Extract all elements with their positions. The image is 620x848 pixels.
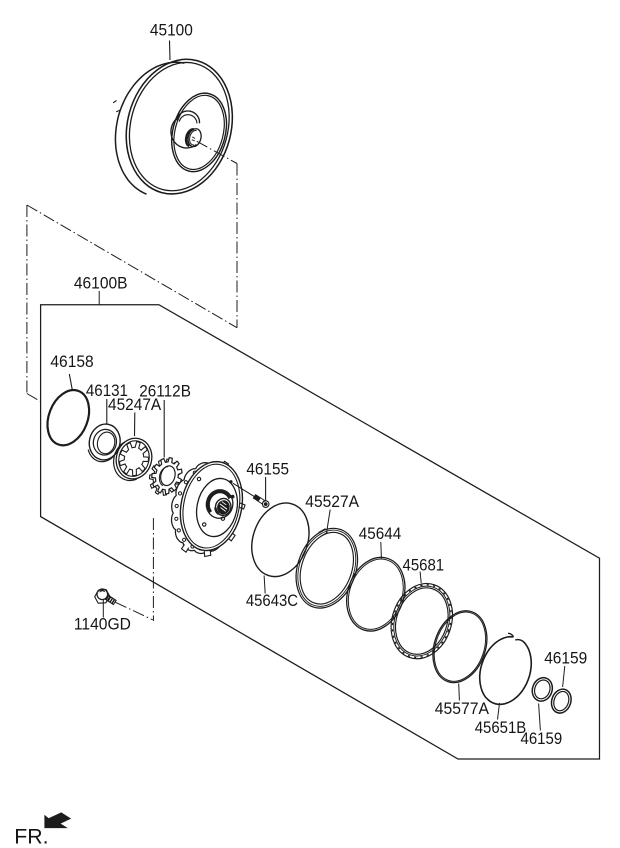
svg-text:46159: 46159 xyxy=(544,649,587,667)
svg-text:45527A: 45527A xyxy=(305,493,359,511)
svg-text:45681: 45681 xyxy=(403,556,445,574)
svg-text:46155: 46155 xyxy=(246,461,289,479)
svg-text:26112B: 26112B xyxy=(139,383,191,401)
svg-text:46131: 46131 xyxy=(86,382,128,400)
svg-text:46159: 46159 xyxy=(521,730,563,748)
svg-text:46158: 46158 xyxy=(50,353,93,371)
svg-text:1140GD: 1140GD xyxy=(74,615,131,633)
svg-text:45643C: 45643C xyxy=(246,592,298,610)
svg-text:45247A: 45247A xyxy=(108,396,161,414)
svg-text:45577A: 45577A xyxy=(435,700,489,718)
svg-text:45100: 45100 xyxy=(150,22,193,40)
svg-text:46100B: 46100B xyxy=(74,275,128,293)
svg-text:45644: 45644 xyxy=(359,525,401,543)
svg-text:FR.: FR. xyxy=(14,825,48,848)
svg-text:45651B: 45651B xyxy=(475,719,527,737)
